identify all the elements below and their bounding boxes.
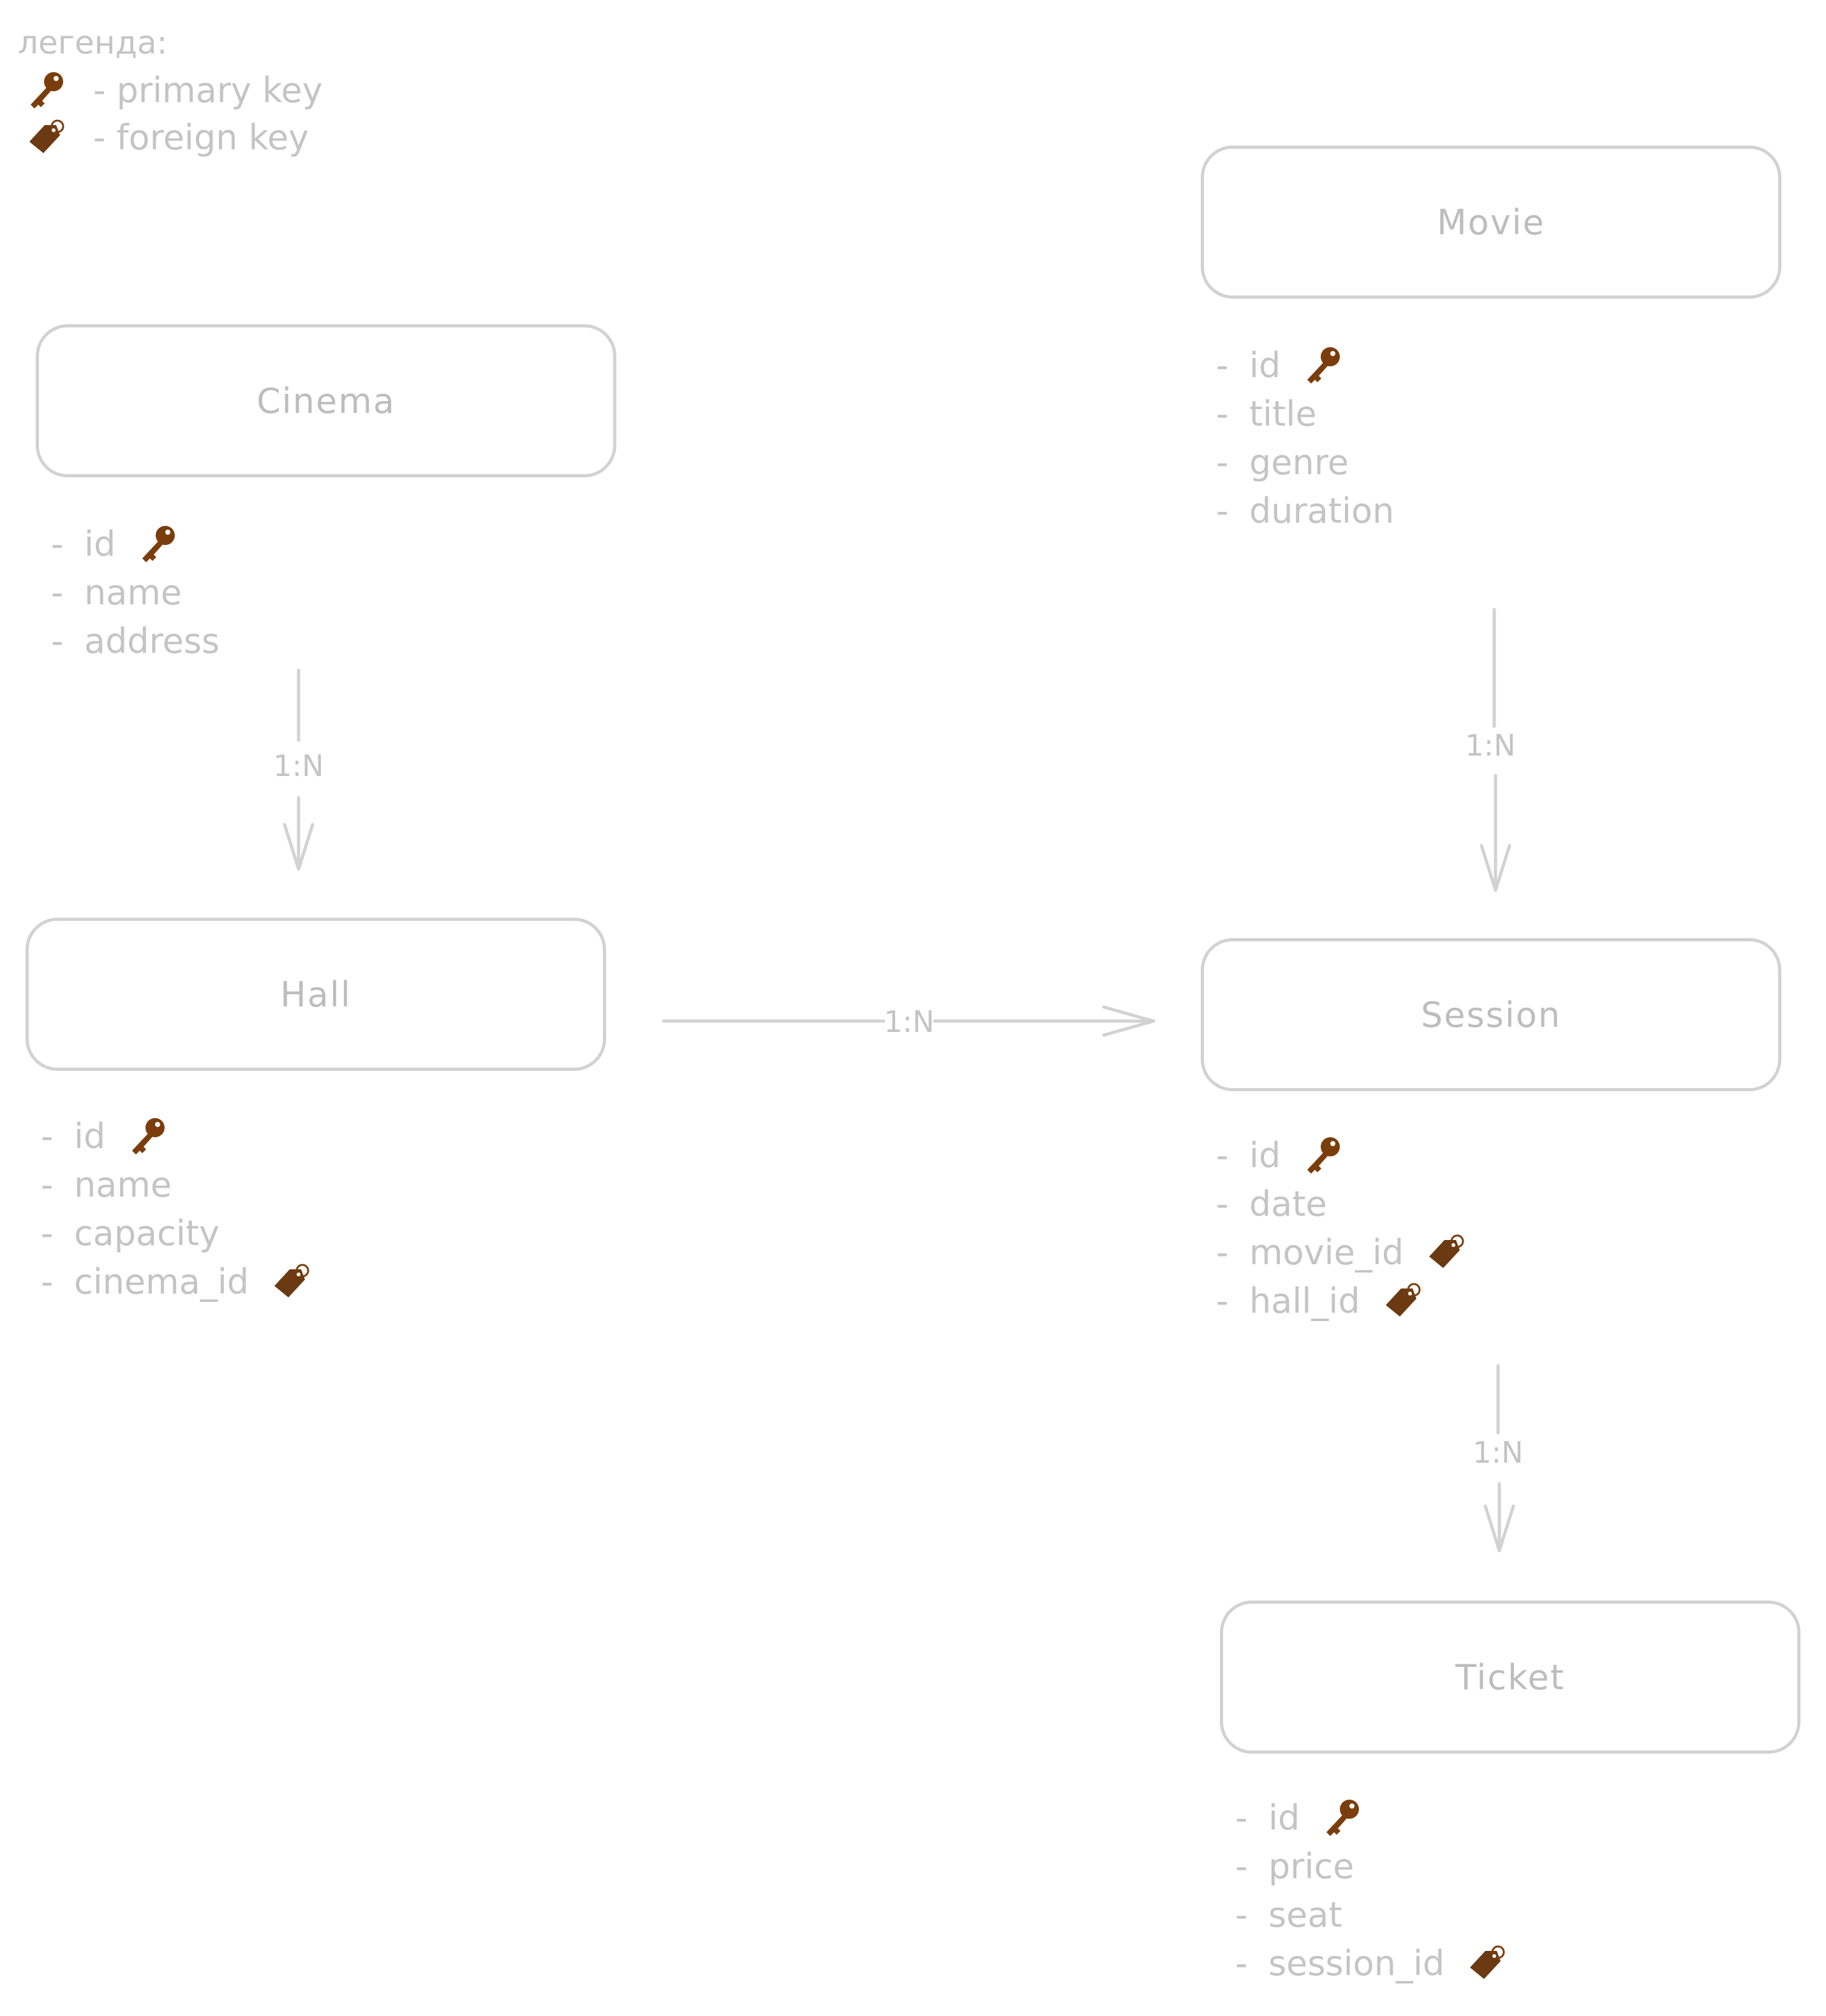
relation-movie-session [1480,608,1511,892]
field-hall-name: -name [41,1164,172,1205]
field-ticket-price: -price [1235,1846,1355,1886]
field-session-hall-id: -hall_id [1216,1276,1467,1325]
legend-primary-key-label: - primary key [93,70,323,110]
fields-ticket: -id -price -seat -session_id [1235,1793,1508,1987]
entity-cinema[interactable]: Cinema [36,324,616,477]
fields-movie: -id -title -genre -duration [1216,341,1394,535]
fields-session: -id -date -movie_id -hall_id [1216,1131,1467,1325]
legend-primary-key: - primary key [26,68,323,112]
relation-label-session-ticket: 1:N [1473,1435,1523,1470]
field-hall-cinema-id: -cinema_id [41,1257,313,1306]
tag-icon [26,116,68,158]
field-movie-id: -id [1216,341,1394,389]
legend-foreign-key-label: - foreign key [93,117,309,158]
tag-icon [1382,1280,1424,1322]
relation-label-hall-session: 1:N [884,1004,934,1039]
entity-movie[interactable]: Movie [1201,146,1781,299]
tag-icon [271,1260,313,1303]
field-ticket-id: -id [1235,1793,1508,1842]
relation-hall-session [662,1005,1155,1037]
field-session-id: -id [1216,1131,1467,1179]
entity-session[interactable]: Session [1201,938,1781,1091]
tag-icon [1466,1942,1508,1984]
field-hall-capacity: -capacity [41,1213,219,1253]
tag-icon [1425,1231,1467,1273]
key-icon [26,69,68,111]
relation-label-cinema-hall: 1:N [273,749,323,783]
fields-cinema: -id -name -address [51,519,219,665]
field-ticket-seat: -seat [1235,1894,1342,1935]
relation-session-ticket [1483,1364,1515,1553]
key-icon [1302,344,1344,386]
field-movie-duration: -duration [1216,490,1395,531]
relation-label-movie-session: 1:N [1465,728,1515,763]
legend-title: легенда: [18,24,168,61]
field-session-date: -date [1216,1183,1327,1224]
field-session-movie-id: -movie_id [1216,1228,1467,1276]
entity-ticket[interactable]: Ticket [1220,1601,1800,1754]
field-cinema-address: -address [51,620,220,661]
entity-hall[interactable]: Hall [26,918,606,1071]
legend-foreign-key: - foreign key [26,115,309,160]
key-icon [137,523,179,565]
key-icon [127,1115,169,1157]
field-movie-title: -title [1216,393,1317,434]
field-movie-genre: -genre [1216,442,1349,482]
key-icon [1321,1796,1363,1839]
key-icon [1302,1134,1344,1176]
field-ticket-session-id: -session_id [1235,1939,1508,1987]
fields-hall: -id -name -capacity -cinema_id [41,1112,313,1306]
relation-cinema-hall [283,668,315,871]
field-cinema-name: -name [51,572,182,613]
field-cinema-id: -id [51,519,219,568]
field-hall-id: -id [41,1112,313,1160]
